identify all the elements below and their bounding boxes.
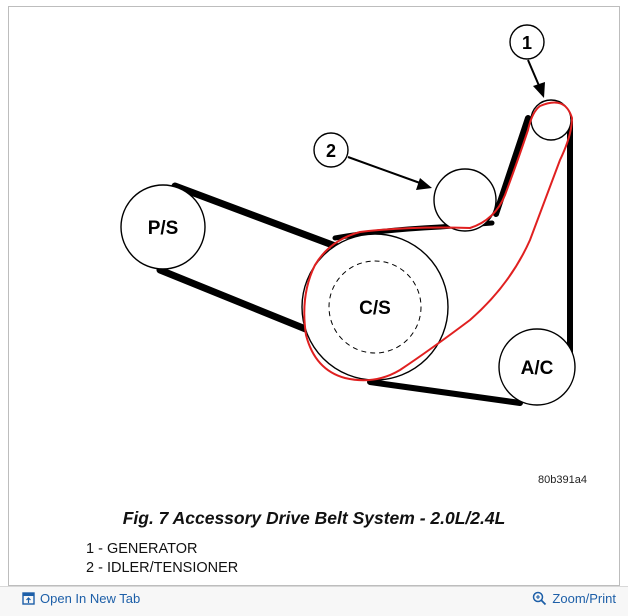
- ps-pulley: P/S: [120, 184, 206, 270]
- callout-2: 2: [313, 132, 432, 190]
- ac-label: A/C: [521, 358, 554, 379]
- legend: 1 - GENERATOR 2 - IDLER/TENSIONER: [86, 540, 238, 578]
- cs-pulley: C/S: [301, 233, 449, 381]
- image-code: 80b391a4: [538, 474, 587, 486]
- zoom-print-label: Zoom/Print: [552, 591, 616, 606]
- red-highlight-outline: [303, 101, 574, 382]
- zoom-print-button[interactable]: Zoom/Print: [532, 591, 616, 606]
- open-in-new-tab-button[interactable]: Open In New Tab: [22, 591, 140, 606]
- open-new-tab-icon: [22, 592, 35, 605]
- magnifier-icon: [532, 591, 547, 606]
- open-in-new-tab-label: Open In New Tab: [40, 591, 141, 606]
- callout-1: 1: [509, 24, 545, 98]
- legend-item-idler: 2 - IDLER/TENSIONER: [86, 560, 239, 576]
- idler-pulley: [433, 168, 497, 232]
- ps-label: P/S: [148, 218, 179, 239]
- toolbar: Open In New Tab Zoom/Print: [0, 586, 628, 616]
- belt-diagram: P/S C/S A/C 1 2: [120, 24, 576, 406]
- callout-2-label: 2: [326, 141, 336, 161]
- legend-item-generator: 1 - GENERATOR: [86, 541, 198, 557]
- cs-label: C/S: [359, 298, 391, 319]
- ac-pulley: A/C: [498, 328, 576, 406]
- figure-caption: Fig. 7 Accessory Drive Belt System - 2.0…: [122, 508, 506, 528]
- callout-1-label: 1: [522, 33, 532, 53]
